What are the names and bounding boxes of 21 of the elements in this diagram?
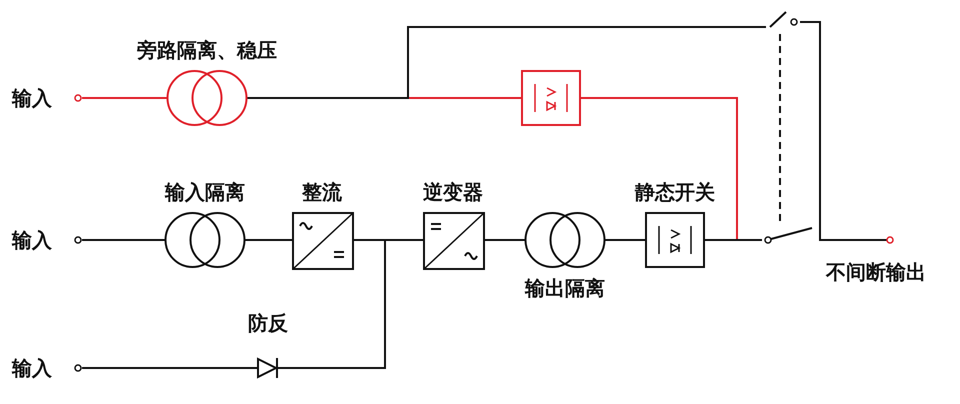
connecting-wire [604,239,646,241]
connecting-wire [246,26,766,99]
connecting-wire [484,239,526,241]
connecting-wire [82,367,240,369]
component-label: 防反 [247,310,289,337]
connecting-wire [82,239,166,241]
connecting-wire [244,239,293,241]
component-label: 输入隔离 [164,179,246,206]
connecting-wire [820,239,887,241]
output-label: 不间断输出 [826,259,926,286]
input-label: 输入 [12,85,52,112]
component-label: 输出隔离 [524,275,606,302]
connecting-wire [704,239,762,241]
component-label: 旁路隔离、稳压 [136,37,278,64]
component-label: 静态开关 [634,179,716,206]
input-label: 输入 [12,355,52,382]
input-label: 输入 [12,227,52,254]
connecting-wire [296,239,424,369]
component-label: 整流 [301,179,343,206]
connecting-wire [82,97,168,99]
component-label: 逆变器 [422,179,484,206]
